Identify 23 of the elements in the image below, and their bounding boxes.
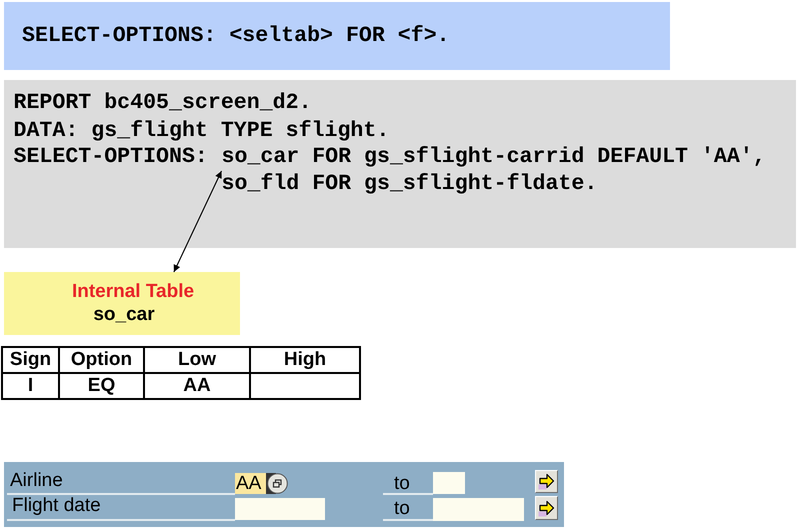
code-line: SELECT-OPTIONS: <seltab> FOR <f>. bbox=[22, 22, 450, 50]
field-label: Flight date bbox=[12, 495, 101, 517]
column-header: Sign bbox=[2, 347, 59, 373]
column-header: Low bbox=[144, 347, 250, 373]
code-line: REPORT bc405_screen_d2. bbox=[14, 90, 312, 117]
code-statement: so_car FOR gs_sflight-carrid DEFAULT 'AA', so_fld FOR gs_sflight-fldate. bbox=[222, 144, 770, 198]
code-panel bbox=[4, 80, 796, 248]
table-name: so_car bbox=[93, 304, 155, 326]
input-field: AA bbox=[235, 472, 266, 494]
field-label: to bbox=[394, 498, 410, 520]
code-line: SELECT-OPTIONS: bbox=[14, 144, 208, 171]
table-heading: Internal Table bbox=[72, 281, 194, 303]
column-header: Option bbox=[59, 347, 144, 373]
table-cell: EQ bbox=[59, 373, 144, 399]
double-arrow bbox=[173, 170, 222, 272]
field-label: Airline bbox=[10, 470, 63, 492]
column-header: High bbox=[250, 347, 360, 373]
code-line: DATA: gs_flight TYPE sflight. bbox=[14, 118, 390, 144]
field-label: to bbox=[394, 473, 410, 495]
table-cell: I bbox=[2, 373, 59, 399]
syntax-box bbox=[4, 2, 670, 70]
note-box bbox=[4, 272, 240, 335]
table-cell: AA bbox=[144, 373, 250, 399]
